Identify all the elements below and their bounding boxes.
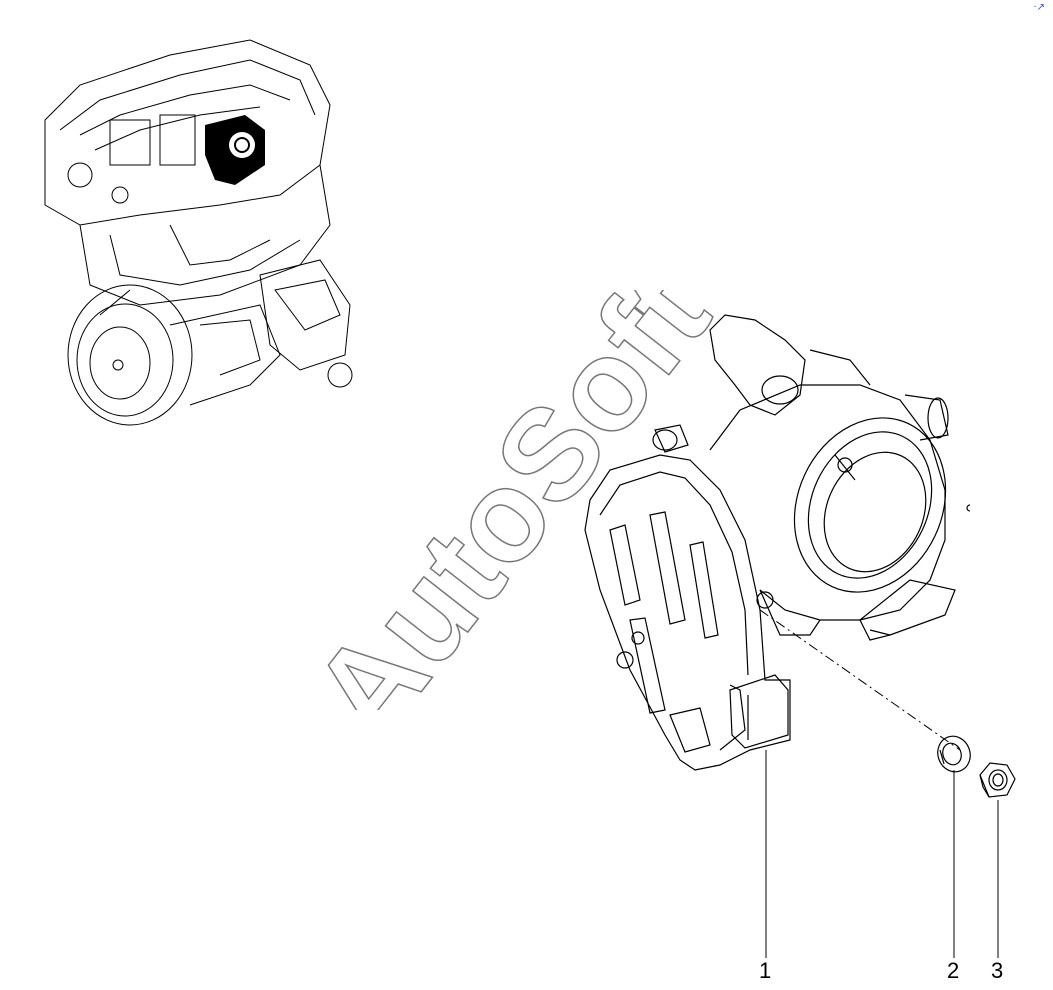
washer-illustration bbox=[937, 735, 971, 773]
callout-label-1: 1 bbox=[759, 958, 772, 983]
callout-label-2: 2 bbox=[947, 958, 960, 983]
engine-overview-illustration bbox=[44, 39, 353, 426]
callout-label-3: 3 bbox=[991, 958, 1004, 983]
corner-mark: ·↗ bbox=[1033, 2, 1045, 13]
assembly-axis-line bbox=[759, 609, 961, 751]
throttle-body-illustration bbox=[584, 314, 970, 771]
nut-illustration bbox=[979, 762, 1016, 798]
